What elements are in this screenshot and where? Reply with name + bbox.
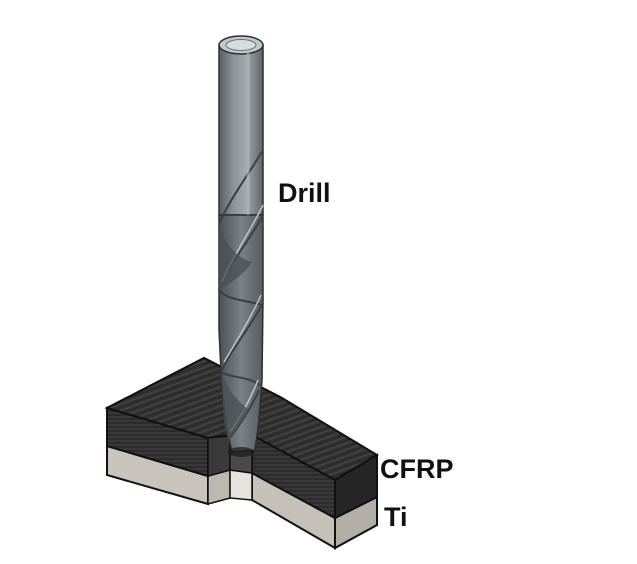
drill-shank [218,44,264,216]
cfrp-layer-end-face [334,453,378,520]
drill-flute-spiral-1 [218,149,264,226]
drill [217,35,264,453]
ti-layer-hole-inner [229,469,253,501]
ti-label: Ti [384,502,408,532]
drill-entry-hole [228,447,254,457]
drill-label: Drill [278,178,331,208]
drill-flute-spiral-3 [219,304,263,386]
cfrp-label: CFRP [380,454,454,484]
cfrp-layer-hole-face [207,435,231,477]
